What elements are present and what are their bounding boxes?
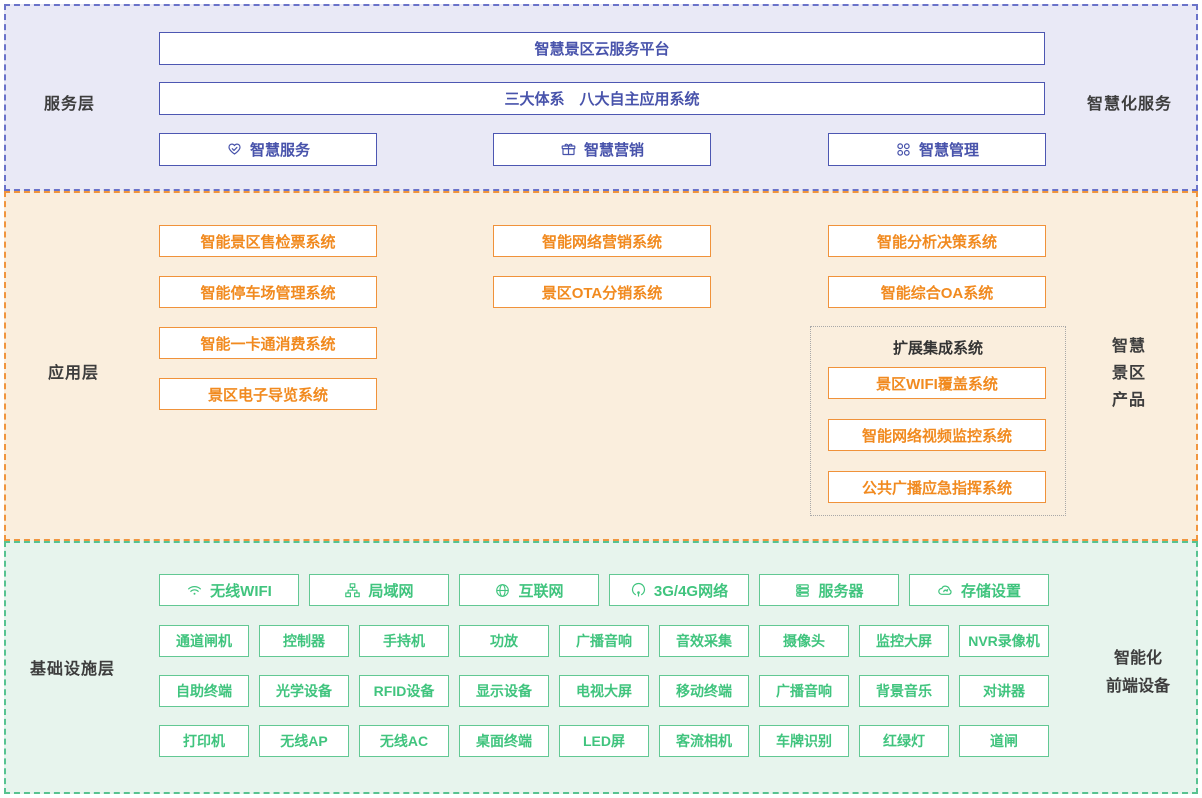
server-icon: [796, 583, 810, 597]
right-label-line: 景区: [1112, 365, 1147, 382]
device-box: 手持机: [359, 625, 449, 657]
smart-service-box: 智慧服务: [159, 133, 377, 166]
device-box: 打印机: [159, 725, 249, 757]
device-box: NVR录像机: [959, 625, 1049, 657]
gift-icon: [561, 143, 576, 156]
device-box: 功放: [459, 625, 549, 657]
device-box: 车牌识别: [759, 725, 849, 757]
service-layer-panel: 服务层 智慧化服务 智慧景区云服务平台 三大体系 八大自主应用系统 智慧服务 智…: [4, 4, 1198, 191]
systems-banner: 三大体系 八大自主应用系统: [159, 82, 1045, 115]
device-box: 通道闸机: [159, 625, 249, 657]
device-box: 道闸: [959, 725, 1049, 757]
device-box: 显示设备: [459, 675, 549, 707]
device-box: 控制器: [259, 625, 349, 657]
application-layer-label: 应用层: [48, 365, 100, 382]
systems-banner-text: 三大体系 八大自主应用系统: [504, 91, 700, 108]
app-system-box: 智能景区售检票系统: [159, 225, 377, 257]
lan-box: 局域网: [309, 574, 449, 606]
device-box: 无线AC: [359, 725, 449, 757]
app-system-box: 智能综合OA系统: [828, 276, 1046, 308]
right-label-line: 产品: [1112, 392, 1147, 409]
signal-icon: [631, 582, 645, 597]
lan-icon: [345, 582, 361, 597]
device-box: 监控大屏: [859, 625, 949, 657]
expansion-system-box: 公共广播应急指挥系统: [828, 471, 1046, 503]
app-system-box: 景区OTA分销系统: [493, 276, 711, 308]
expansion-system-box: 智能网络视频监控系统: [828, 419, 1046, 451]
application-layer-panel: 应用层 智慧 景区 产品 智能景区售检票系统 智能停车场管理系统 智能一卡通消费…: [4, 191, 1198, 541]
application-layer-right-label: 智慧 景区 产品: [1112, 333, 1146, 414]
mobile-network-label: 3G/4G网络: [653, 582, 729, 600]
storage-box: 存储设置: [909, 574, 1049, 606]
smart-marketing-label: 智慧营销: [583, 142, 644, 159]
app-system-box: 智能一卡通消费系统: [159, 327, 377, 359]
smart-service-label: 智慧服务: [249, 142, 310, 159]
lan-label: 局域网: [368, 582, 414, 600]
server-label: 服务器: [818, 582, 864, 600]
server-box: 服务器: [759, 574, 899, 606]
device-box: 摄像头: [759, 625, 849, 657]
grid-circles-icon: [897, 143, 910, 156]
wifi-icon: [188, 585, 202, 595]
device-box: 光学设备: [259, 675, 349, 707]
service-layer-right-label: 智慧化服务: [1087, 96, 1173, 113]
infrastructure-layer-right-label: 智能化 前端设备: [1088, 645, 1188, 701]
app-system-box: 智能网络营销系统: [493, 225, 711, 257]
storage-label: 存储设置: [960, 582, 1021, 600]
expansion-systems-group: 扩展集成系统 景区WIFI覆盖系统 智能网络视频监控系统 公共广播应急指挥系统: [810, 326, 1066, 516]
heart-icon: [228, 143, 241, 155]
network-row: 无线WIFI 局域网 互联网: [159, 574, 1049, 606]
device-box: 客流相机: [659, 725, 749, 757]
smart-management-box: 智慧管理: [828, 133, 1046, 166]
app-system-box: 智能分析决策系统: [828, 225, 1046, 257]
device-box: 无线AP: [259, 725, 349, 757]
expansion-system-box: 景区WIFI覆盖系统: [828, 367, 1046, 399]
device-box: 红绿灯: [859, 725, 949, 757]
expansion-group-title: 扩展集成系统: [892, 340, 983, 357]
device-box: 广播音响: [759, 675, 849, 707]
smart-marketing-box: 智慧营销: [493, 133, 711, 166]
infrastructure-layer-panel: 基础设施层 智能化 前端设备 无线WIFI: [4, 541, 1198, 794]
cloud-platform-banner: 智慧景区云服务平台: [159, 32, 1045, 65]
device-box: 自助终端: [159, 675, 249, 707]
internet-label: 互联网: [518, 582, 564, 600]
right-label-line: 前端设备: [1105, 678, 1170, 695]
right-label-line: 智能化: [1113, 650, 1162, 667]
device-box: 广播音响: [559, 625, 649, 657]
device-row-2: 自助终端 光学设备 RFID设备 显示设备 电视大屏 移动终端 广播音响 背景音…: [159, 675, 1049, 707]
device-box: 移动终端: [659, 675, 749, 707]
cloud-sync-icon: [938, 585, 952, 595]
device-box: RFID设备: [359, 675, 449, 707]
right-label-line: 智慧: [1112, 338, 1147, 355]
mobile-network-box: 3G/4G网络: [609, 574, 749, 606]
globe-icon: [496, 583, 510, 597]
device-box: 对讲器: [959, 675, 1049, 707]
infrastructure-layer-label: 基础设施层: [30, 661, 116, 678]
wifi-box: 无线WIFI: [159, 574, 299, 606]
device-box: LED屏: [559, 725, 649, 757]
app-system-box: 景区电子导览系统: [159, 378, 377, 410]
app-system-box: 智能停车场管理系统: [159, 276, 377, 308]
device-box: 桌面终端: [459, 725, 549, 757]
wifi-label: 无线WIFI: [210, 582, 272, 600]
smart-management-label: 智慧管理: [918, 142, 979, 159]
device-box: 音效采集: [659, 625, 749, 657]
device-box: 背景音乐: [859, 675, 949, 707]
device-row-3: 打印机 无线AP 无线AC 桌面终端 LED屏 客流相机 车牌识别 红绿灯 道闸: [159, 725, 1049, 757]
internet-box: 互联网: [459, 574, 599, 606]
device-box: 电视大屏: [559, 675, 649, 707]
cloud-platform-banner-text: 智慧景区云服务平台: [534, 41, 670, 58]
device-row-1: 通道闸机 控制器 手持机 功放 广播音响 音效采集 摄像头 监控大屏 NVR录像…: [159, 625, 1049, 657]
service-layer-label: 服务层: [44, 96, 96, 113]
